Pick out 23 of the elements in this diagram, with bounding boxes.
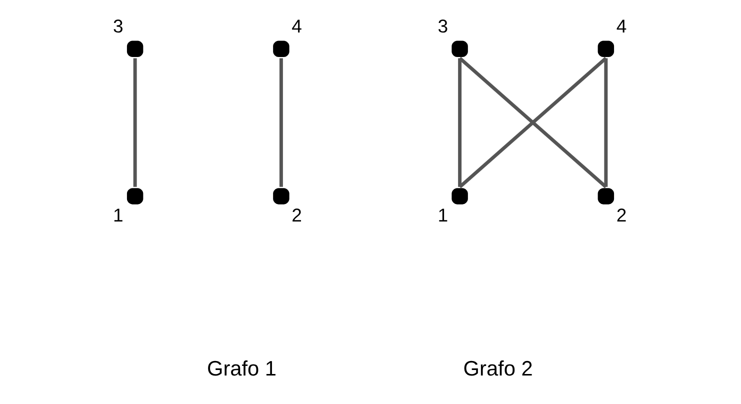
node-circle <box>273 40 290 58</box>
node-circle <box>126 40 144 58</box>
node-label: 2 <box>616 204 627 226</box>
node-label: 2 <box>292 204 302 226</box>
connector <box>458 58 462 187</box>
node-label: 1 <box>438 204 448 226</box>
node-label: 3 <box>113 15 124 36</box>
node-circle <box>273 188 290 204</box>
node-circle <box>452 40 468 58</box>
label: Grafo 2 <box>463 357 533 380</box>
connector <box>133 58 137 187</box>
node-circle <box>598 188 614 204</box>
label: Grafo 1 <box>206 357 277 380</box>
node-label: 1 <box>113 204 124 226</box>
node-circle <box>452 188 468 204</box>
node-circle <box>126 188 144 204</box>
node-label: 4 <box>616 15 627 36</box>
connector <box>458 56 608 188</box>
connector <box>279 58 283 187</box>
node-circle <box>598 40 614 58</box>
node-label: 3 <box>438 15 448 36</box>
node-label: 4 <box>292 15 302 36</box>
connector <box>604 58 608 187</box>
